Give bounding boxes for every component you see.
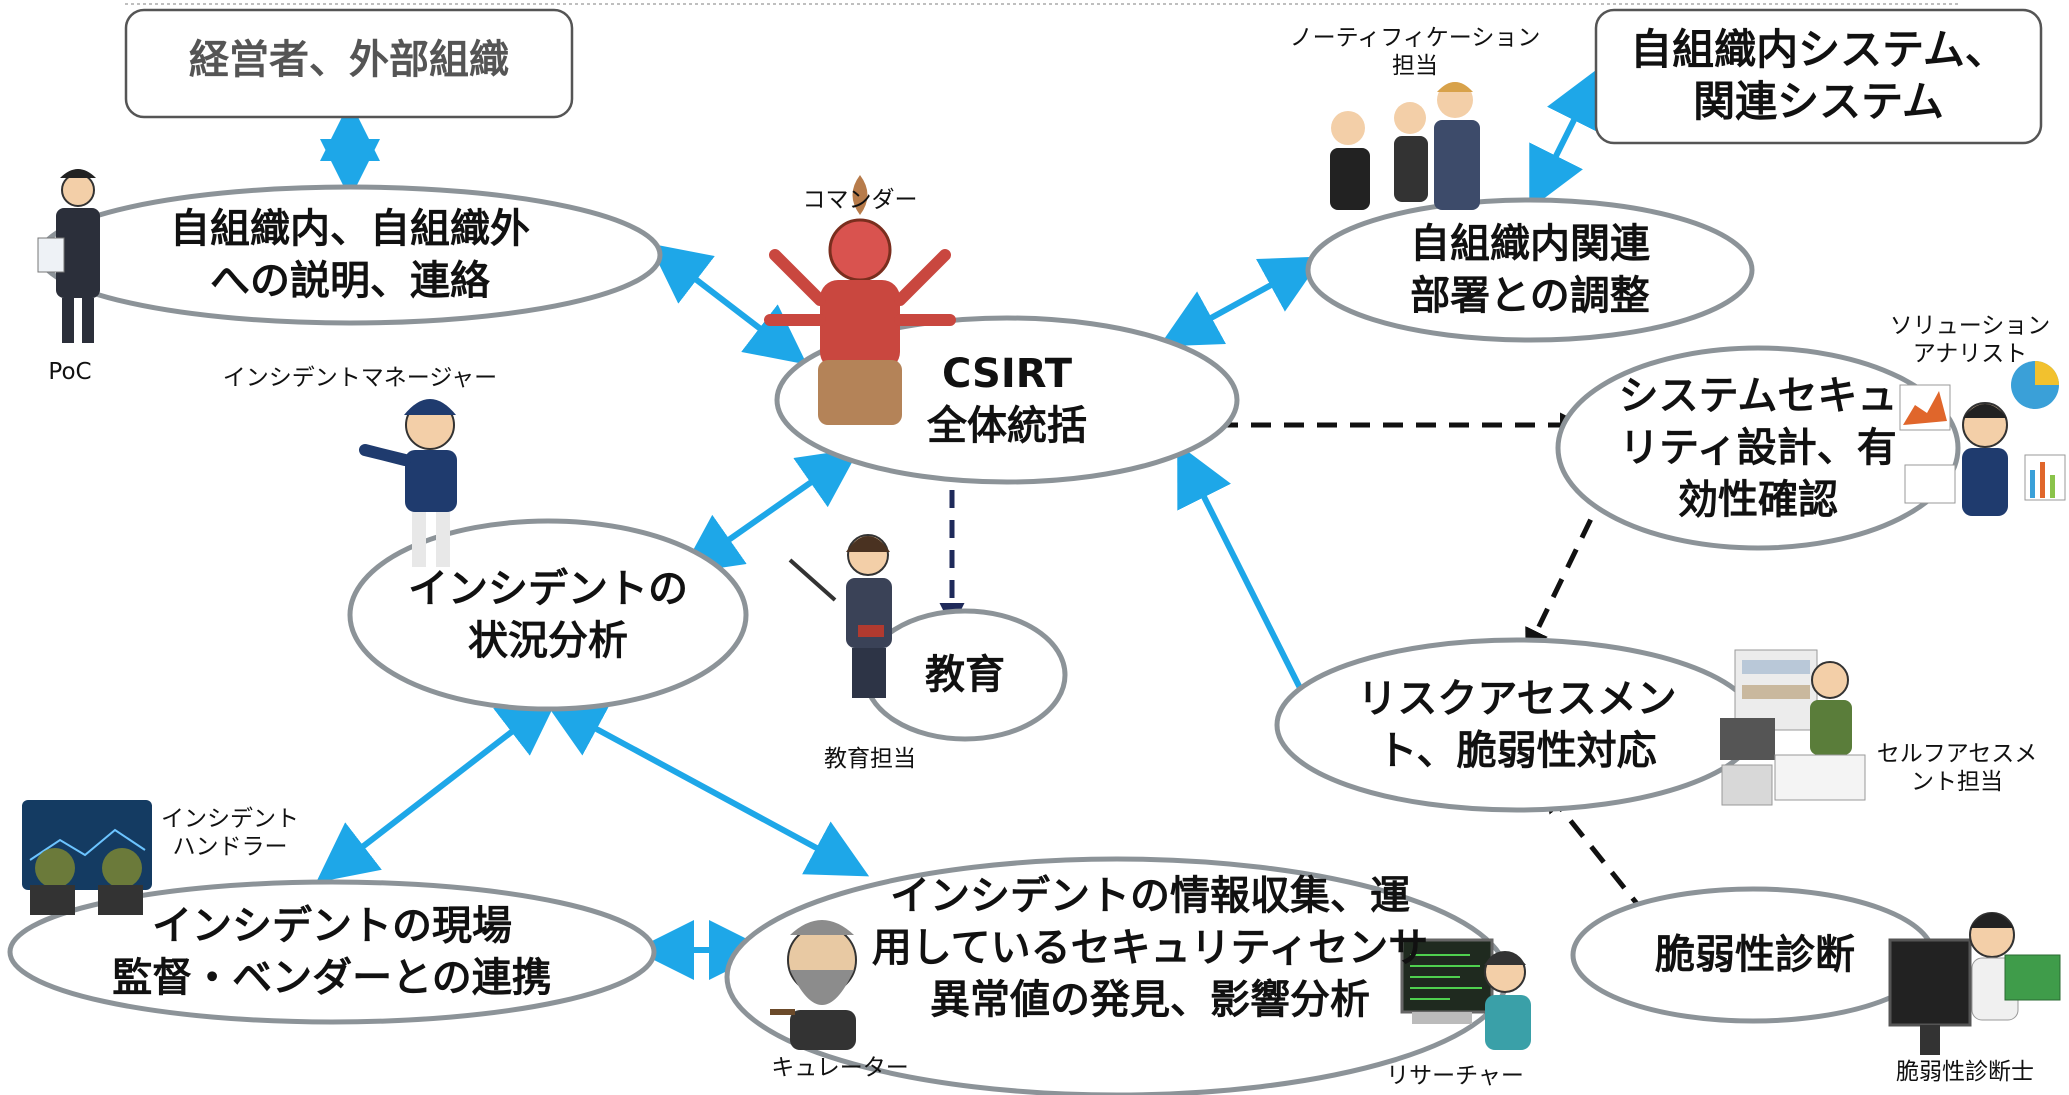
poc-person-icon — [37, 169, 100, 343]
self-assessment-icon — [1720, 649, 1866, 806]
node-csirt: CSIRT 全体統括 — [927, 351, 1087, 449]
role-commander: コマンダー — [802, 187, 918, 213]
node-explain-contact: 自組織内、自組織外 への説明、連絡 — [170, 206, 530, 304]
node-field-supervision: インシデントの現場 監督・ベンダーとの連携 — [112, 903, 552, 1001]
node-education: 教育 — [925, 652, 1005, 698]
arrow-syssec-risk — [1525, 480, 1610, 655]
ellipse-field-supervision — [7, 879, 657, 1025]
role-incident-manager: インシデントマネージャー — [222, 365, 498, 391]
notification-team-icon — [1330, 82, 1480, 210]
arrow-explain-csirt — [648, 243, 808, 365]
role-self-assessment: セルフアセスメ ント担当 — [1876, 741, 2038, 795]
role-education-staff: 教育担当 — [824, 746, 916, 772]
role-incident-handler: インシデント ハンドラー — [161, 806, 299, 860]
role-curator: キュレーター — [771, 1055, 909, 1081]
node-system-security: システムセキュ リティ設計、有 効性確認 — [1618, 373, 1898, 523]
role-notification: ノーティフィケーション 担当 — [1289, 25, 1541, 79]
node-executives: 経営者、外部組織 — [189, 37, 509, 83]
node-internal-systems: 自組織内システム、 関連システム — [1630, 25, 2007, 126]
ellipse-internal-coord — [1305, 197, 1755, 343]
connector-arrows — [315, 66, 1657, 980]
arrow-risk-vuln — [1543, 787, 1657, 928]
box-executives — [124, 8, 574, 119]
incident-manager-icon — [359, 399, 457, 567]
node-risk-assessment: リスクアセスメン ト、脆弱性対応 — [1357, 676, 1677, 774]
ellipse-incident-analysis — [347, 518, 749, 712]
education-teacher-icon — [788, 534, 892, 698]
arrow-risk-csirt — [1177, 443, 1303, 690]
role-vuln-diagnostician: 脆弱性診断士 — [1896, 1059, 2034, 1085]
curator-icon — [770, 920, 857, 1050]
arrow-internalcoord-systems — [1529, 66, 1601, 210]
node-incident-analysis: インシデントの 状況分析 — [408, 566, 688, 664]
node-internal-coord: 自組織内関連 部署との調整 — [1410, 221, 1650, 319]
arrow-analysis-info — [543, 700, 870, 877]
role-poc: PoC — [48, 359, 92, 385]
arrow-csirt-analysis — [680, 448, 860, 574]
node-vuln-diagnosis: 脆弱性診断 — [1655, 932, 1855, 978]
box-internal-systems — [1594, 8, 2043, 145]
role-solution-analyst: ソリューション アナリスト — [1889, 313, 2051, 367]
solution-analyst-icon — [1899, 361, 2066, 516]
arrow-analysis-field — [315, 695, 560, 883]
commander-statue-icon — [764, 175, 956, 425]
incident-handler-icon — [22, 800, 152, 915]
researcher-icon — [1400, 938, 1531, 1050]
ellipse-system-security — [1555, 345, 1961, 551]
arrow-csirt-internalcoord — [1158, 256, 1324, 347]
vuln-diagnostician-icon — [1888, 912, 2061, 1055]
role-researcher: リサーチャー — [1386, 1063, 1524, 1089]
node-info-collection: インシデントの情報収集、運 用しているセキュリティセンサ 異常値の発見、影響分析 — [871, 873, 1429, 1023]
